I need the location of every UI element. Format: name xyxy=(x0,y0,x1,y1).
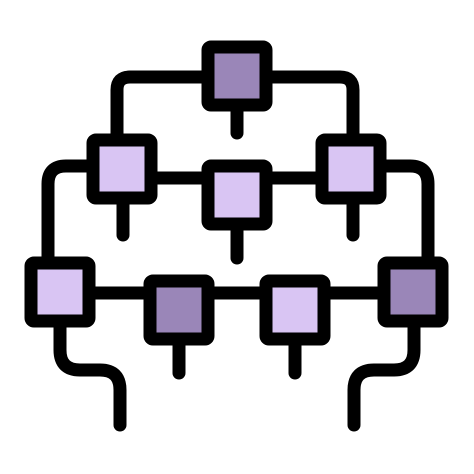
tail-right xyxy=(347,315,421,432)
nodes xyxy=(24,40,449,346)
wire-middle-left-to-bottom-left xyxy=(41,159,100,269)
node-bottom-right xyxy=(377,256,449,328)
node-middle-left xyxy=(86,133,158,205)
wire-top-to-middle-left xyxy=(110,70,215,147)
node-bottom-center-right xyxy=(259,274,331,346)
node-bottom-left xyxy=(24,256,96,328)
connection-lines xyxy=(41,70,435,432)
tail-left xyxy=(53,315,127,432)
node-middle-center xyxy=(201,159,273,231)
wire-middle-right-to-bottom-right xyxy=(374,159,435,269)
wire-top-to-middle-right xyxy=(259,70,360,147)
node-top-center xyxy=(201,40,273,112)
node-middle-right xyxy=(315,133,387,205)
node-bottom-center-left xyxy=(143,274,215,346)
